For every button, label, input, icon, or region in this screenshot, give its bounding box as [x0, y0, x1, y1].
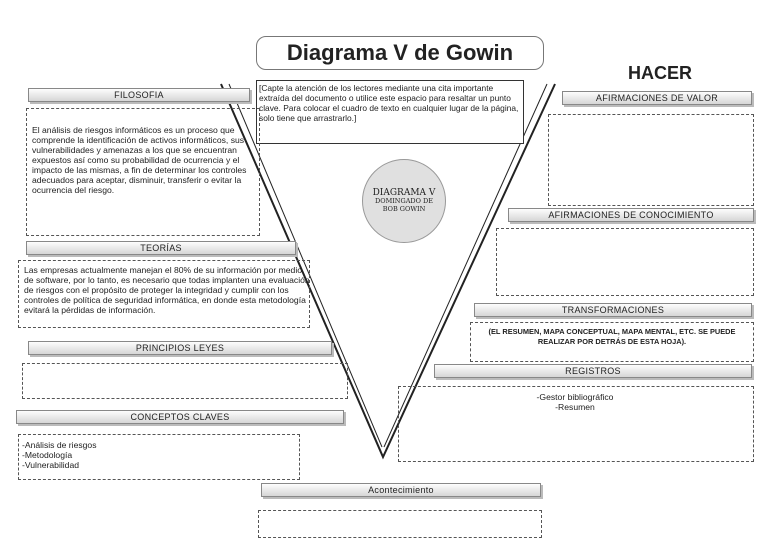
- circle-line-2: DOMINGADO DE: [375, 197, 433, 205]
- conceptos-list: -Análisis de riesgos -Metodología -Vulne…: [22, 440, 222, 470]
- registros-box: [398, 386, 754, 462]
- principios-box: [22, 363, 348, 399]
- afirmaciones-conocimiento-label: AFIRMACIONES DE CONOCIMIENTO: [508, 208, 754, 222]
- registros-item: -Gestor bibliográfico: [536, 392, 614, 402]
- conceptos-item: -Análisis de riesgos: [22, 440, 97, 450]
- teorias-label: TEORÍAS: [26, 241, 296, 255]
- acontecimiento-box: [258, 510, 542, 538]
- center-circle: DIAGRAMA V DOMINGADO DE BOB GOWIN: [362, 159, 446, 243]
- afirmaciones-valor-label: AFIRMACIONES DE VALOR: [562, 91, 752, 105]
- transformaciones-text: (EL RESUMEN, MAPA CONCEPTUAL, MAPA MENTA…: [488, 327, 736, 346]
- conceptos-box: [18, 434, 300, 480]
- registros-list: -Gestor bibliográfico -Resumen: [500, 392, 650, 412]
- transformaciones-box: [470, 322, 754, 362]
- teorias-box: [18, 260, 310, 328]
- conceptos-label: CONCEPTOS CLAVES: [16, 410, 344, 424]
- acontecimiento-label: Acontecimiento: [261, 483, 541, 497]
- filosofia-text: El análisis de riesgos informáticos es u…: [32, 125, 247, 195]
- registros-item: -Resumen: [555, 402, 595, 412]
- hacer-heading: HACER: [628, 63, 693, 83]
- conceptos-item: -Vulnerabilidad: [22, 460, 80, 470]
- afirmaciones-conocimiento-box: [496, 228, 754, 296]
- transformaciones-label: TRANSFORMACIONES: [474, 303, 752, 317]
- afirmaciones-valor-box: [548, 114, 754, 206]
- principios-label: PRINCIPIOS LEYES: [28, 341, 332, 355]
- filosofia-label: FILOSOFIA: [28, 88, 250, 102]
- diagram-title: Diagrama V de Gowin: [256, 36, 544, 70]
- registros-label: REGISTROS: [434, 364, 752, 378]
- quote-textbox[interactable]: [Capte la atención de los lectores media…: [256, 80, 524, 144]
- circle-line-3: BOB GOWIN: [382, 205, 426, 213]
- conceptos-item: -Metodología: [22, 450, 73, 460]
- circle-line-1: DIAGRAMA V: [372, 188, 436, 198]
- teorias-text: Las empresas actualmente manejan el 80% …: [24, 265, 310, 315]
- filosofia-box: [26, 108, 260, 236]
